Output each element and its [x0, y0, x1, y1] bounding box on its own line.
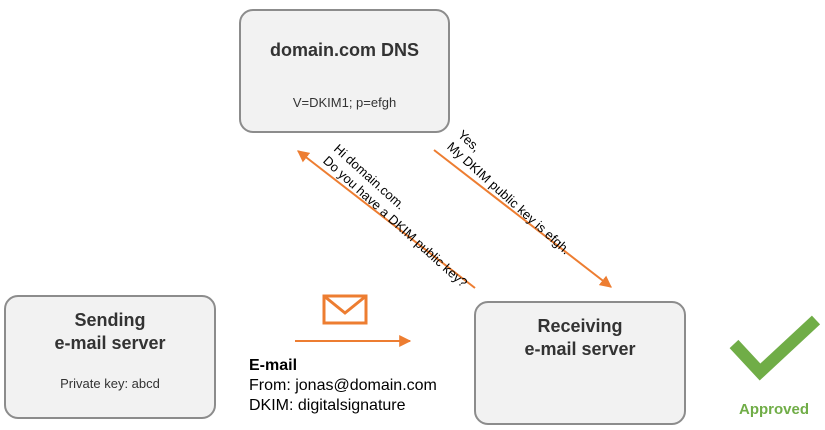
receiving-title-line1: Receiving: [537, 316, 623, 336]
private-key-label: Private key: abcd: [60, 376, 160, 391]
query-arrow: [297, 150, 476, 289]
checkmark-icon: [729, 315, 821, 381]
email-dkim: DKIM: digitalsignature: [249, 397, 406, 414]
receiving-server-title: Receiving e-mail server: [476, 315, 684, 361]
email-heading: E-mail: [249, 357, 298, 374]
response-arrow: [433, 149, 612, 288]
dns-server-box: domain.com DNS V=DKIM1; p=efgh: [239, 9, 450, 133]
dns-record: V=DKIM1; p=efgh: [292, 95, 397, 110]
sending-title-line2: e-mail server: [54, 333, 166, 353]
sending-title-line1: Sending: [74, 310, 146, 330]
envelope-icon: [322, 294, 368, 325]
email-info: E-mail From: jonas@domain.com DKIM: digi…: [249, 356, 437, 416]
receiving-title-line2: e-mail server: [524, 339, 636, 359]
sending-server-box: Sending e-mail server Private key: abcd: [4, 295, 216, 419]
sending-server-title: Sending e-mail server: [6, 309, 214, 355]
dns-title: domain.com DNS: [269, 40, 420, 60]
receiving-server-box: Receiving e-mail server: [474, 301, 686, 425]
approved-label: Approved: [738, 401, 809, 418]
email-from: From: jonas@domain.com: [249, 377, 437, 394]
